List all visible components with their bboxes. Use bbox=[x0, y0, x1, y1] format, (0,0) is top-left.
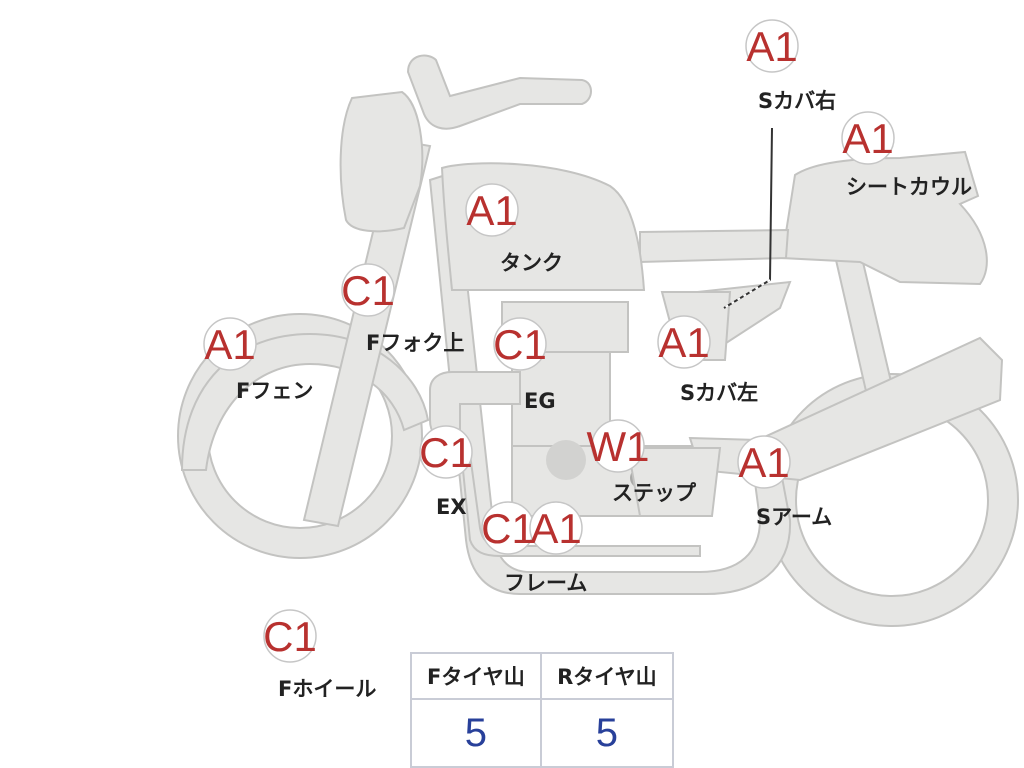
s-cover-left-grade-circle bbox=[657, 315, 711, 369]
s-cover-right-label: Sカバ右 bbox=[758, 89, 836, 113]
f-fork-upper-grade-text: C1 bbox=[341, 267, 395, 314]
s-cover-right-grade-circle bbox=[745, 19, 799, 73]
s-cover-right-grade-text: A1 bbox=[746, 23, 797, 70]
s-cover-left-label: Sカバ左 bbox=[680, 381, 758, 405]
f-fender-grade-text: A1 bbox=[204, 321, 255, 368]
s-cover-right-grade-badge: A1 bbox=[745, 19, 799, 73]
f-fender-grade-badge: A1 bbox=[203, 317, 257, 371]
s-cover-left-grade-badge: A1 bbox=[657, 315, 711, 369]
frame-a-grade-circle bbox=[529, 501, 583, 555]
seat-cowl-grade-text: A1 bbox=[842, 115, 893, 162]
f-fork-upper-grade-badge: C1 bbox=[341, 263, 395, 317]
swing-arm-grade-badge: A1 bbox=[737, 435, 791, 489]
swing-arm-grade-circle bbox=[737, 435, 791, 489]
step-shape bbox=[626, 447, 722, 517]
f-fender-label: Fフェン bbox=[236, 379, 313, 403]
tire-tread-table: Fタイヤ山 Rタイヤ山 5 5 bbox=[410, 652, 675, 768]
engine-cover-shape bbox=[546, 440, 586, 480]
step-grade-circle bbox=[591, 419, 645, 473]
frame-a-grade-badge: A1 bbox=[529, 501, 583, 555]
exhaust-grade-badge: C1 bbox=[419, 425, 473, 479]
front-tire-value: 5 bbox=[410, 698, 542, 768]
swing-arm-shape bbox=[688, 336, 1004, 482]
frame-a-grade-text: A1 bbox=[530, 505, 581, 552]
s-cover-right-leader-dash bbox=[723, 279, 771, 309]
swing-arm-grade-text: A1 bbox=[738, 439, 789, 486]
engine-grade-circle bbox=[493, 317, 547, 371]
seat-cowl-grade-circle bbox=[841, 111, 895, 165]
tank-label: タンク bbox=[500, 251, 563, 275]
tank-grade-circle bbox=[465, 183, 519, 237]
f-wheel-grade-badge: C1 bbox=[263, 609, 317, 663]
exhaust-grade-circle bbox=[419, 425, 473, 479]
engine-label: EG bbox=[524, 389, 556, 413]
seat-cowl-grade-badge: A1 bbox=[841, 111, 895, 165]
step-label: ステップ bbox=[612, 481, 697, 505]
exhaust-label: EX bbox=[436, 495, 467, 519]
frame-c-grade-badge: C1 bbox=[481, 501, 535, 555]
frame-a-label: フレーム bbox=[504, 571, 587, 595]
tank-grade-text: A1 bbox=[466, 187, 517, 234]
f-wheel-label: Fホイール bbox=[278, 677, 376, 701]
rear-tire-value: 5 bbox=[539, 698, 675, 768]
rear-tire-header: Rタイヤ山 bbox=[539, 652, 675, 700]
seat-cowl-label: シートカウル bbox=[846, 175, 972, 199]
f-wheel-grade-circle bbox=[263, 609, 317, 663]
s-cover-left-grade-text: A1 bbox=[658, 319, 709, 366]
frame-c-grade-text: C1 bbox=[481, 505, 535, 552]
step-grade-badge: W1 bbox=[587, 419, 650, 473]
seat-cowl-shape bbox=[780, 150, 988, 286]
f-fork-upper-grade-circle bbox=[341, 263, 395, 317]
tank-grade-badge: A1 bbox=[465, 183, 519, 237]
s-cover-right-leader bbox=[723, 127, 773, 309]
front-tire-header: Fタイヤ山 bbox=[410, 652, 542, 700]
exhaust-grade-text: C1 bbox=[419, 429, 473, 476]
engine-grade-text: C1 bbox=[493, 321, 547, 368]
headlight-shape bbox=[339, 90, 424, 233]
handlebar-shape bbox=[406, 54, 592, 130]
f-wheel-grade-text: C1 bbox=[263, 613, 317, 660]
f-fender-grade-circle bbox=[203, 317, 257, 371]
rear-frame-shape bbox=[639, 228, 790, 264]
f-fork-upper-label: Fフォク上 bbox=[366, 331, 464, 355]
swing-arm-label: Sアーム bbox=[756, 505, 832, 529]
engine-grade-badge: C1 bbox=[493, 317, 547, 371]
step-grade-text: W1 bbox=[587, 423, 650, 470]
